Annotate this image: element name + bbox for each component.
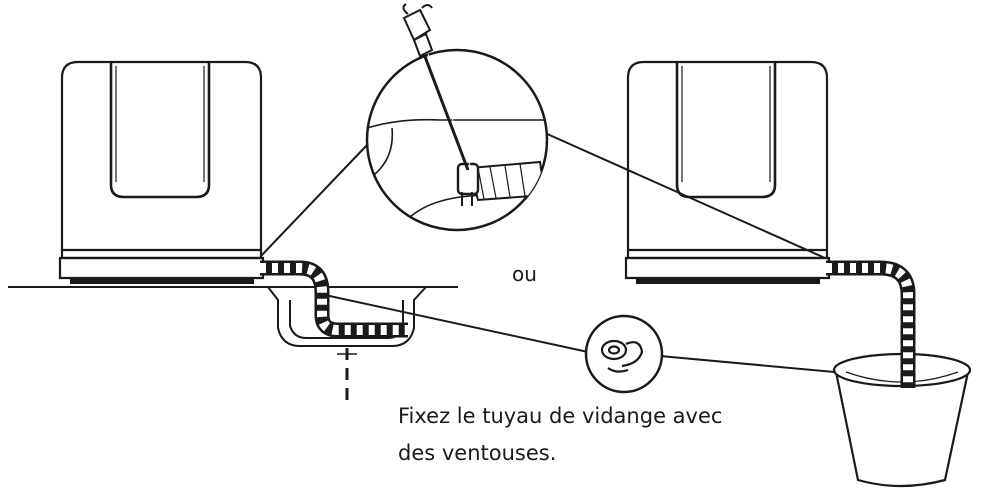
callout-lines [260, 132, 901, 379]
sink [267, 286, 427, 400]
or-label: ou [512, 262, 537, 286]
right-device [624, 60, 831, 284]
left-drain-hose [260, 260, 408, 338]
screwdriver-icon [402, 3, 472, 171]
suction-cup-icon [584, 314, 664, 394]
caption-text: Fixez le tuyau de vidange avec des vento… [398, 398, 722, 472]
right-drain-hose [826, 260, 916, 388]
left-device [58, 60, 265, 284]
caption-line-2: des ventouses. [398, 441, 557, 465]
caption-line-1: Fixez le tuyau de vidange avec [398, 404, 723, 428]
